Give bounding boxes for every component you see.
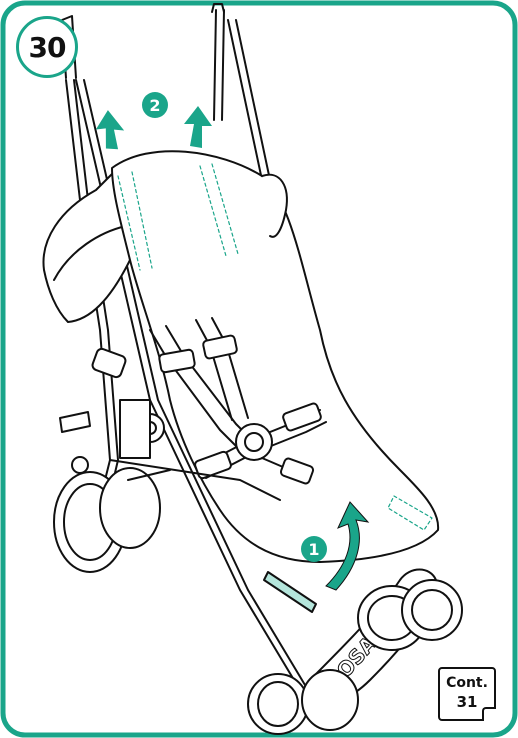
marker-2: 2 — [142, 92, 168, 118]
continue-label: Cont. — [440, 675, 494, 691]
marker-2-label: 2 — [149, 96, 160, 115]
step-number: 30 — [29, 31, 66, 64]
step-number-badge: 30 — [16, 16, 78, 78]
marker-1-label: 1 — [308, 540, 319, 559]
continue-note: Cont. 31 — [438, 667, 496, 721]
marker-1: 1 — [301, 536, 327, 562]
page-fold-icon — [482, 707, 496, 721]
